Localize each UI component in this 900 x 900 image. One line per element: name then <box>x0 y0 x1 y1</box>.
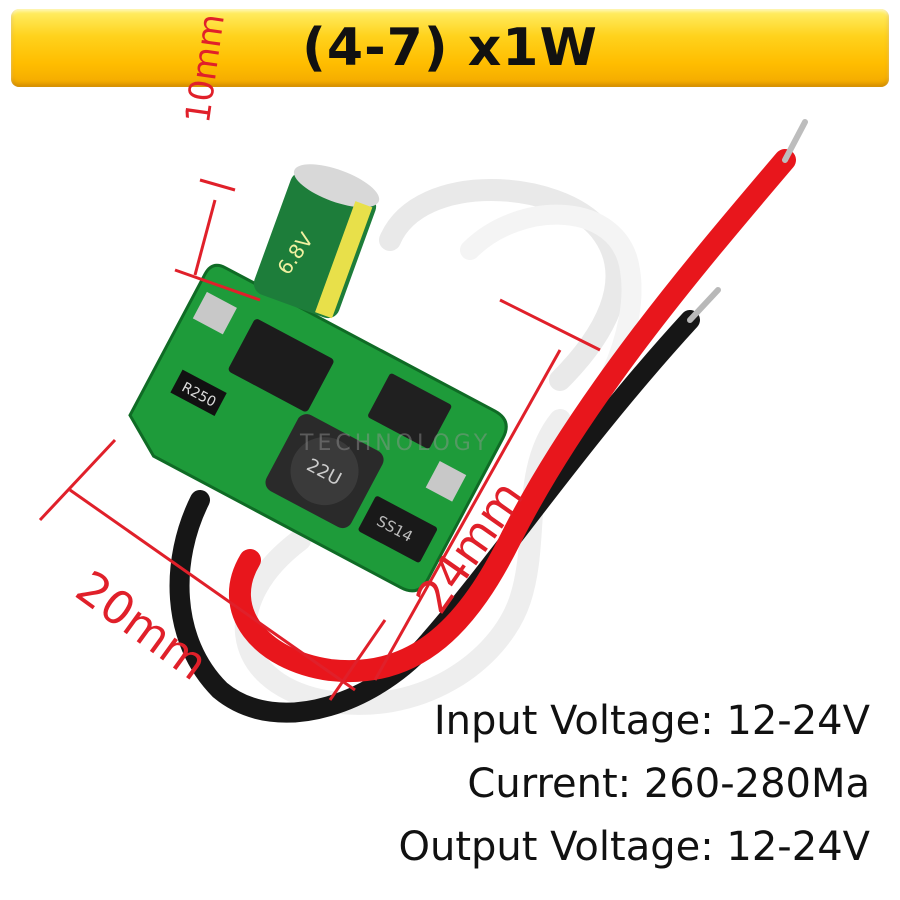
title-banner: (4-7) x1W <box>11 9 889 87</box>
product-photo: R250 22U SS14 6.8V TECHNOLOGY <box>38 119 808 723</box>
watermark: TECHNOLOGY <box>299 431 491 456</box>
spec-current: Current: 260-280Ma <box>467 761 870 807</box>
specs-block: Input Voltage: 12-24V Current: 260-280Ma… <box>310 690 870 879</box>
spec-output-voltage: Output Voltage: 12-24V <box>398 824 870 870</box>
mosfet-chip <box>368 373 452 449</box>
ic-chip <box>228 319 334 412</box>
pcb-board: R250 22U SS14 <box>128 263 508 593</box>
red-wire-tip <box>782 119 808 163</box>
black-wire <box>169 310 700 723</box>
black-wire-tip <box>687 287 721 323</box>
red-wire <box>228 149 796 683</box>
title-text: (4-7) x1W <box>302 18 598 78</box>
diode-chip <box>358 496 438 563</box>
capacitor: 6.8V <box>253 164 380 319</box>
resistor <box>170 369 227 417</box>
spec-input-voltage: Input Voltage: 12-24V <box>433 698 870 744</box>
dimension-lines <box>38 178 601 701</box>
